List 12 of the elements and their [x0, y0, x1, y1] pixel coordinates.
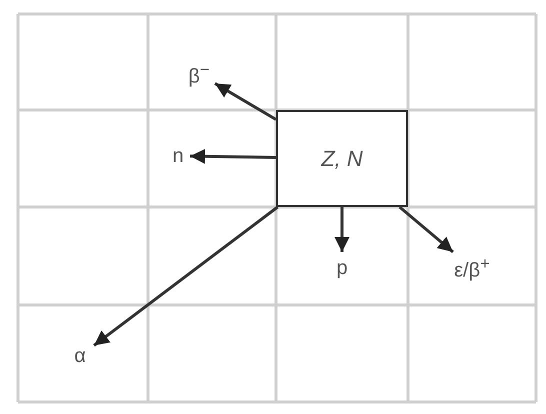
decay-label: ε/β$^{+}$	[454, 256, 490, 280]
decay-label: β$^{−}$	[188, 62, 210, 86]
arrow	[214, 82, 277, 121]
arrow	[334, 207, 350, 252]
arrow	[398, 206, 454, 254]
nuclide-label: Z, N	[321, 148, 363, 170]
arrow	[93, 206, 279, 347]
nuclide-box	[276, 110, 408, 207]
decay-label: α	[74, 346, 86, 366]
decay-label: p	[336, 258, 348, 278]
arrow	[190, 148, 276, 164]
decay-label: n	[172, 146, 184, 166]
